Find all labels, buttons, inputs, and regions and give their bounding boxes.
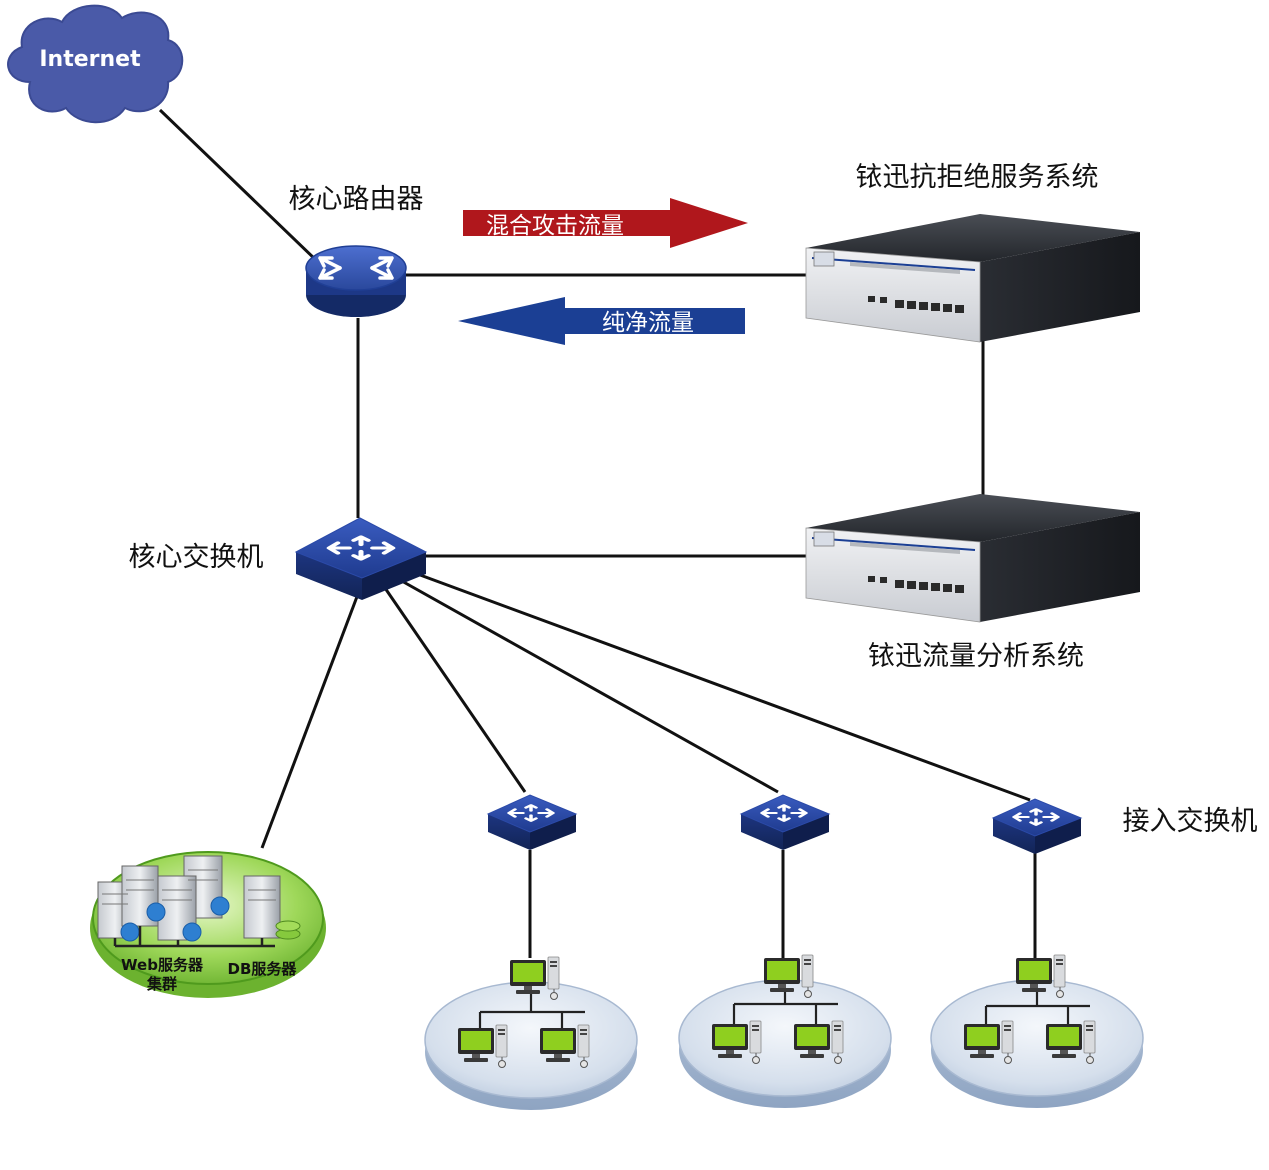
link-core-servers bbox=[260, 593, 360, 849]
core-router: 核心路由器 bbox=[289, 184, 424, 317]
attack-traffic-label: 混合攻击流量 bbox=[486, 213, 624, 239]
access-switch-2 bbox=[739, 794, 831, 850]
connection-lines bbox=[158, 108, 1037, 958]
router-label: 核心路由器 bbox=[289, 184, 424, 215]
db-server-label: DB服务器 bbox=[228, 960, 298, 978]
traffic-system-label: 铱迅流量分析系统 bbox=[868, 641, 1084, 672]
workstation-icon bbox=[763, 954, 814, 998]
core-switch: 核心交换机 bbox=[129, 517, 428, 600]
link-core-access-3 bbox=[411, 570, 1031, 802]
access-switch-1 bbox=[486, 794, 578, 850]
core-switch-label: 核心交换机 bbox=[129, 542, 264, 573]
ddos-appliance: 铱迅抗拒绝服务系统 bbox=[805, 162, 1140, 343]
access-switch-3 bbox=[991, 798, 1083, 854]
access-switch-icon bbox=[739, 794, 831, 833]
globe-icon bbox=[120, 896, 230, 942]
workstation-icon bbox=[457, 1024, 508, 1068]
link-core-access-1 bbox=[383, 587, 527, 793]
clean-traffic-arrow: 纯净流量 bbox=[458, 297, 745, 345]
blue-arrow-icon bbox=[458, 297, 745, 345]
workstation-icon bbox=[539, 1024, 590, 1068]
cloud-icon bbox=[7, 4, 184, 124]
access-switch-icon bbox=[486, 794, 578, 833]
internet-cloud: Internet bbox=[7, 4, 184, 124]
router-arrows-icon bbox=[318, 256, 394, 280]
web-server-cluster-label: Web服务器 bbox=[121, 956, 204, 974]
workstation-icon bbox=[509, 956, 560, 1000]
access-switch-label: 接入交换机 bbox=[1123, 806, 1258, 837]
ddos-system-label: 铱迅抗拒绝服务系统 bbox=[856, 162, 1099, 193]
database-icon bbox=[275, 920, 301, 940]
internet-label: Internet bbox=[39, 47, 141, 72]
workstation-icon bbox=[963, 1020, 1014, 1064]
traffic-analysis-appliance: 铱迅流量分析系统 bbox=[805, 494, 1140, 672]
clean-traffic-label: 纯净流量 bbox=[602, 310, 694, 336]
workstation-icon bbox=[711, 1020, 762, 1064]
web-server-cluster-label-line2: 集群 bbox=[146, 975, 177, 993]
workstation-icon bbox=[1045, 1020, 1096, 1064]
lan-group-3 bbox=[930, 954, 1144, 1108]
link-core-access-2 bbox=[399, 578, 779, 794]
workstation-icon bbox=[1015, 954, 1066, 998]
lan-group-2 bbox=[678, 954, 892, 1108]
attack-traffic-arrow: 混合攻击流量 bbox=[463, 198, 748, 248]
red-arrow-icon bbox=[463, 198, 748, 248]
server-zone: Web服务器 集群 DB服务器 bbox=[90, 851, 326, 998]
lan-group-1 bbox=[424, 956, 638, 1110]
workstation-icon bbox=[793, 1020, 844, 1064]
link-internet-router bbox=[158, 108, 320, 264]
access-switch-icon bbox=[991, 798, 1083, 837]
core-switch-icon bbox=[294, 517, 428, 579]
